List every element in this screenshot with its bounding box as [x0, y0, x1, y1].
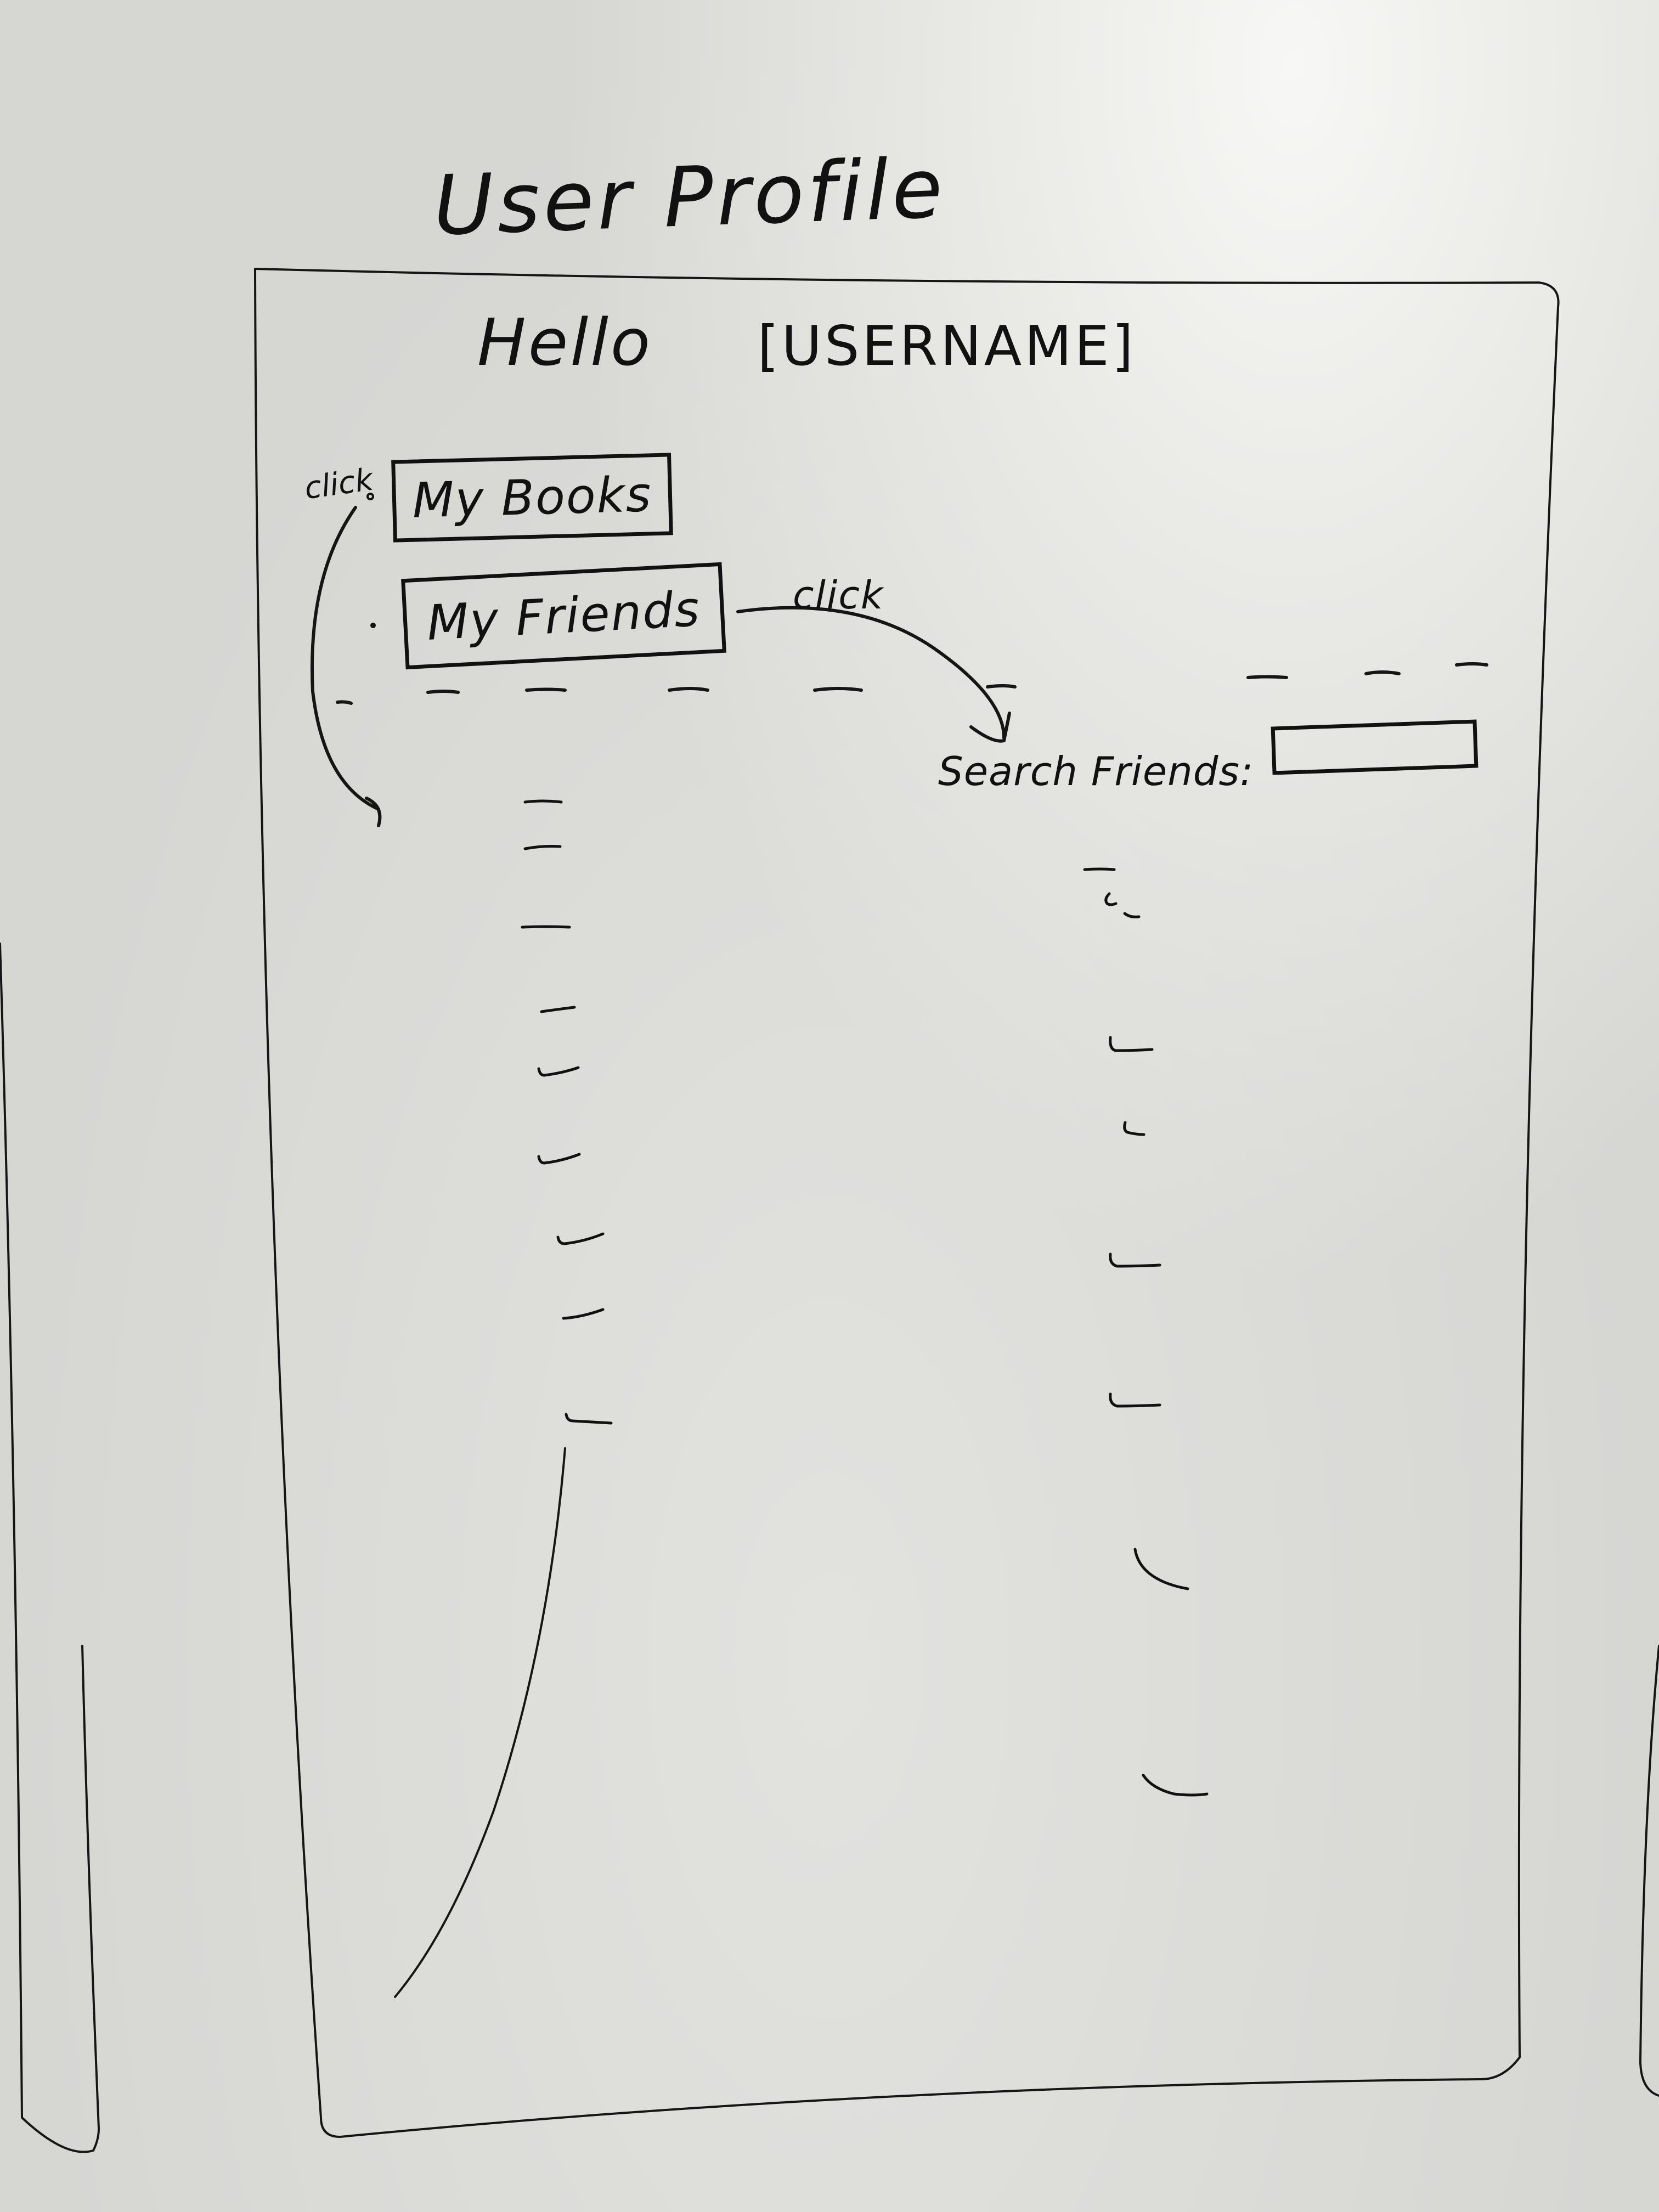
list-item[interactable] [537, 1152, 582, 1165]
my-friends-button[interactable]: My Friends [401, 562, 726, 670]
friends-click-note: click [793, 573, 884, 618]
my-books-button[interactable]: My Books [391, 453, 673, 543]
username-placeholder: [USERNAME] [757, 314, 1136, 378]
list-item[interactable] [540, 1004, 579, 1013]
list-item[interactable] [1108, 1391, 1163, 1408]
list-item[interactable] [562, 1308, 606, 1320]
list-item[interactable] [523, 842, 562, 850]
greeting-text: Hello [477, 304, 653, 380]
my-friends-label: My Friends [425, 580, 702, 651]
section-divider [336, 662, 1488, 705]
list-item[interactable] [1108, 1034, 1158, 1052]
search-friends-label: Search Friends: [938, 748, 1254, 794]
left-neighbor-frame [0, 943, 100, 2153]
list-item[interactable] [1103, 891, 1147, 918]
list-item[interactable] [1122, 1119, 1155, 1136]
stray-marker-line [394, 1447, 566, 1998]
right-neighbor-frame [1639, 1645, 1659, 2097]
page-frame [254, 268, 1560, 2138]
list-item[interactable] [521, 922, 571, 929]
my-books-label: My Books [411, 466, 653, 529]
list-item[interactable] [556, 1232, 606, 1245]
list-item[interactable] [1141, 1772, 1212, 1797]
list-item[interactable] [565, 1410, 614, 1425]
friends-click-arrow [736, 606, 1011, 743]
books-click-arrow [310, 506, 382, 827]
list-item[interactable] [537, 1064, 582, 1077]
greeting-header: Hello [USERNAME] [477, 310, 1136, 375]
books-click-note: click [302, 461, 375, 507]
page-title: User Profile [432, 140, 947, 255]
list-item[interactable] [1133, 1547, 1193, 1590]
list-item[interactable] [1083, 864, 1116, 871]
search-friends-input[interactable] [1271, 719, 1479, 775]
list-item[interactable] [523, 797, 563, 804]
list-item[interactable] [1108, 1251, 1163, 1268]
